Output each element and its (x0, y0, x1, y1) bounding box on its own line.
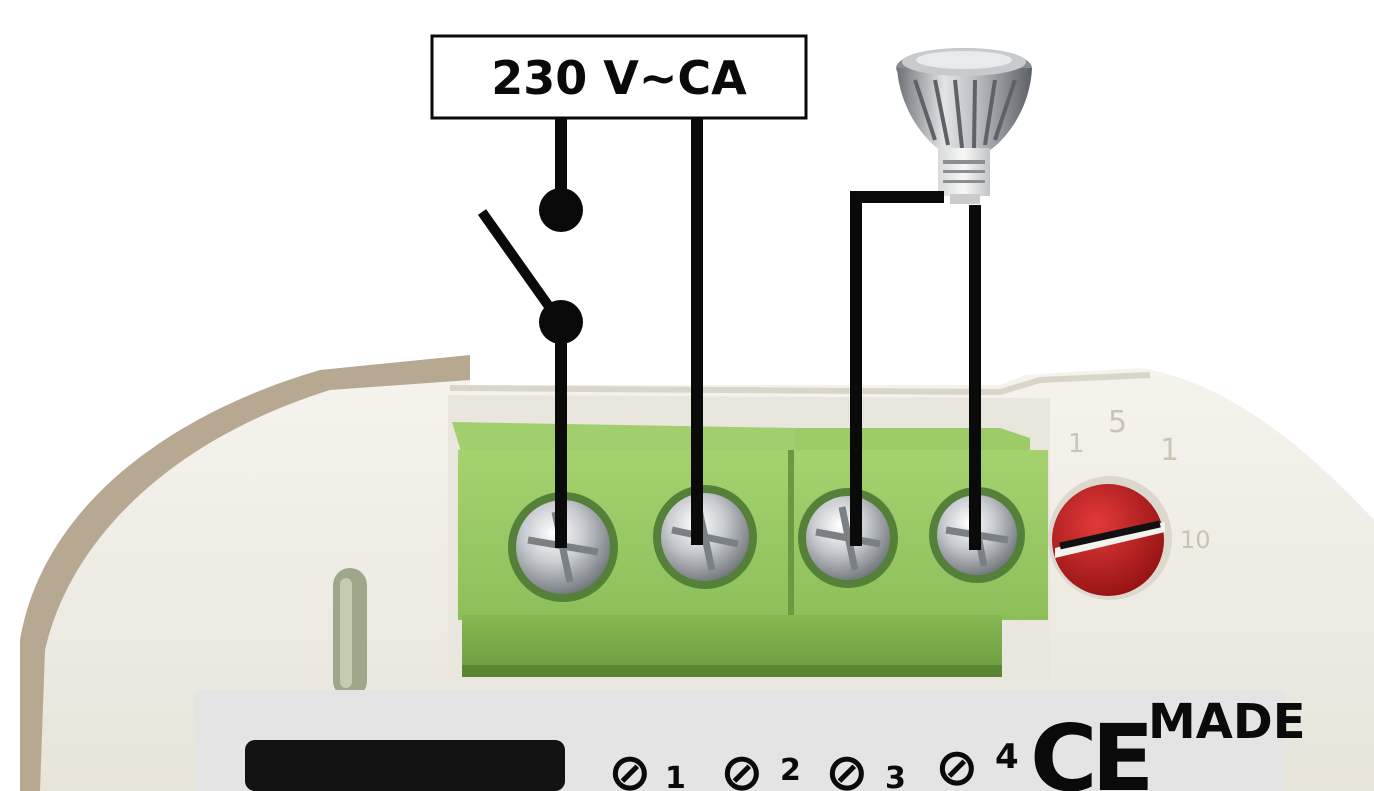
terminal-number-2: 2 (780, 753, 801, 788)
dial-mark-1: 1 (1068, 429, 1085, 459)
made-label: MADE (1148, 694, 1306, 750)
dial-mark-2: 5 (1108, 405, 1127, 440)
terminal-numbers: ⊘ 1 ⊘ 2 ⊘ 3 ⊘ 4 (608, 737, 1019, 791)
terminal-screw-2 (653, 485, 757, 589)
terminal-number-3: 3 (885, 761, 906, 791)
terminal-block (452, 422, 1048, 677)
svg-text:⊘: ⊘ (935, 738, 979, 791)
switch-contact-top (539, 188, 583, 232)
svg-text:⊘: ⊘ (720, 743, 764, 791)
wire-lamp-to-terminal-3 (850, 191, 944, 546)
svg-text:⊘: ⊘ (825, 743, 869, 791)
switch-contact-bottom (539, 300, 583, 344)
led-bulb-icon (896, 48, 1032, 204)
ce-mark: CE (1030, 705, 1149, 791)
terminal-number-1: 1 (665, 761, 686, 791)
supply-label-box: 230 V~CA (430, 34, 808, 120)
terminal-screw-3 (798, 488, 898, 588)
terminal-number-4: 4 (995, 737, 1019, 777)
wiring (477, 118, 981, 550)
adjustment-dial: 1 5 1 10 (1048, 405, 1211, 600)
dial-mark-3: 1 (1160, 433, 1179, 468)
supply-voltage-label: 230 V~CA (491, 51, 747, 105)
dial-mark-4: 10 (1180, 526, 1211, 554)
svg-text:⊘: ⊘ (608, 743, 652, 791)
switch-lever (477, 209, 565, 325)
